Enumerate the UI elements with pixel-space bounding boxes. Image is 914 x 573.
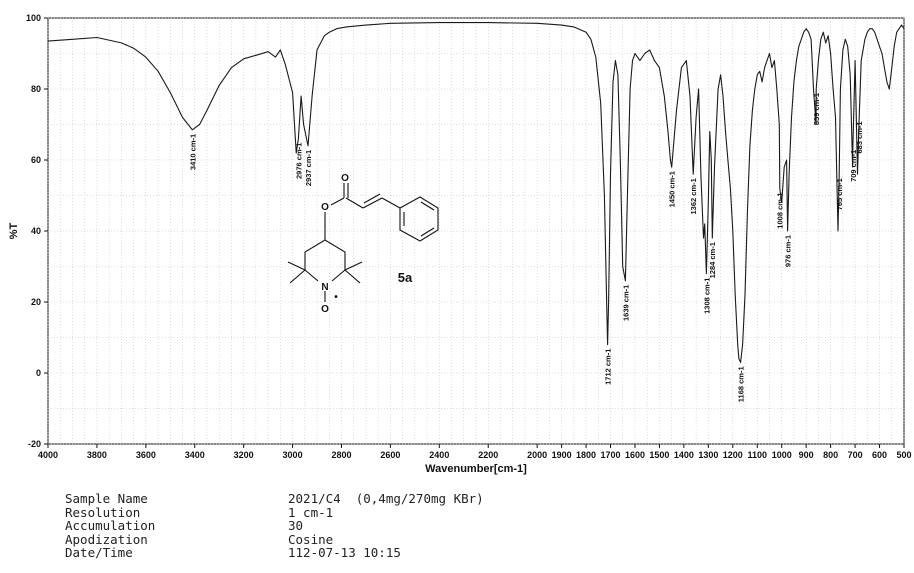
carbonyl-oxygen-label: O bbox=[341, 173, 349, 184]
y-tick-label: 0 bbox=[36, 368, 41, 378]
benzene-double-bond bbox=[420, 201, 435, 211]
peak-label: 709 cm-1 bbox=[849, 150, 858, 182]
x-tick-label: 2400 bbox=[429, 450, 449, 460]
metadata-row: Resolution 1 cm-1 bbox=[65, 504, 484, 520]
x-tick-label: 4000 bbox=[38, 450, 58, 460]
methyl-bond bbox=[289, 269, 306, 284]
x-tick-label: 1600 bbox=[625, 450, 645, 460]
peak-label: 683 cm-1 bbox=[855, 121, 864, 153]
ester-oxygen-label: O bbox=[321, 202, 329, 213]
nitroxide-oxygen-label: O bbox=[321, 304, 329, 315]
metadata-key: Accumulation bbox=[65, 518, 156, 534]
peak-label: 1362 cm-1 bbox=[689, 178, 698, 214]
peak-label: 2937 cm-1 bbox=[304, 150, 313, 186]
peak-label: 3410 cm-1 bbox=[188, 134, 197, 170]
x-axis-title: Wavenumber[cm-1] bbox=[425, 463, 527, 475]
metadata-value: 2021/C4 (0,4mg/270mg KBr) bbox=[288, 491, 484, 506]
peak-label: 1712 cm-1 bbox=[604, 349, 613, 385]
metadata-key: Apodization bbox=[65, 531, 148, 547]
y-axis-title: %T bbox=[8, 222, 20, 239]
metadata-row: Date/Time 112-07-13 10:15 bbox=[65, 546, 484, 560]
nitrogen-label: N bbox=[321, 282, 328, 293]
metadata-row: Accumulation 30 bbox=[65, 519, 484, 533]
alpha-bond bbox=[345, 197, 364, 209]
metadata-value: 30 bbox=[288, 518, 304, 534]
ir-spectrum-chart: 4000 3800 3600 3400 3200 3000 2800 2600 2400 2200… bbox=[8, 13, 912, 475]
y-tick-label: 60 bbox=[31, 155, 41, 165]
x-tick-label: 600 bbox=[872, 450, 887, 460]
x-tick-label: 700 bbox=[848, 450, 863, 460]
benzene-double-bond bbox=[420, 227, 435, 237]
x-tick-label: 1100 bbox=[747, 450, 767, 460]
peak-label: 1008 cm-1 bbox=[776, 192, 785, 228]
methyl-bond bbox=[344, 269, 361, 284]
methyl-bond bbox=[344, 261, 363, 271]
x-tick-label: 500 bbox=[896, 450, 911, 460]
peak-label: 1308 cm-1 bbox=[702, 278, 711, 314]
metadata-key: Date/Time bbox=[65, 545, 133, 561]
y-tick-label: 80 bbox=[31, 84, 41, 94]
ring-bond-cn-right bbox=[331, 269, 346, 282]
benzene-ring bbox=[399, 196, 439, 242]
x-tick-label: 3200 bbox=[234, 450, 254, 460]
compound-label: 5a bbox=[398, 270, 413, 285]
x-tick-label: 1000 bbox=[772, 450, 792, 460]
peak-label: 1284 cm-1 bbox=[708, 242, 717, 278]
spectrum-line bbox=[47, 22, 905, 363]
axis-ticks: 4000 3800 3600 3400 3200 3000 2800 2600 2400 2200… bbox=[26, 13, 912, 460]
peak-label: 2976 cm-1 bbox=[294, 143, 303, 179]
x-tick-label: 2200 bbox=[478, 450, 498, 460]
peak-label: 1168 cm-1 bbox=[737, 366, 746, 402]
y-tick-label: 100 bbox=[26, 13, 41, 23]
metadata-row: Sample Name 2021/C4 (0,4mg/270mg KBr) bbox=[65, 492, 484, 506]
x-tick-label: 2000 bbox=[527, 450, 547, 460]
peak-label: 1639 cm-1 bbox=[621, 285, 630, 321]
peak-label: 1450 cm-1 bbox=[668, 171, 677, 207]
x-tick-label: 3600 bbox=[136, 450, 156, 460]
o-c-bond bbox=[330, 197, 345, 206]
x-tick-label: 1900 bbox=[552, 450, 572, 460]
methyl-bond bbox=[287, 261, 306, 271]
metadata-key: Resolution bbox=[65, 504, 141, 520]
x-tick-label: 2600 bbox=[380, 450, 400, 460]
grid bbox=[47, 17, 905, 445]
y-tick-label: 40 bbox=[31, 226, 41, 236]
x-tick-label: 2800 bbox=[331, 450, 351, 460]
molecule-structure bbox=[287, 183, 439, 302]
peak-label: 976 cm-1 bbox=[784, 235, 793, 267]
metadata-value: Cosine bbox=[288, 531, 334, 547]
y-tick-label: 20 bbox=[31, 297, 41, 307]
peak-label: 765 cm-1 bbox=[835, 178, 844, 210]
alkene-phenyl-bond bbox=[381, 197, 401, 209]
x-tick-label: 800 bbox=[823, 450, 838, 460]
x-tick-label: 3800 bbox=[87, 450, 107, 460]
x-tick-label: 1800 bbox=[576, 450, 596, 460]
metadata-row: Apodization Cosine bbox=[65, 533, 484, 547]
y-tick-label: -20 bbox=[28, 439, 41, 449]
x-tick-label: 900 bbox=[799, 450, 814, 460]
alkene-bond-double bbox=[363, 193, 381, 204]
radical-dot: • bbox=[334, 292, 338, 303]
peak-label: 859 cm-1 bbox=[812, 93, 821, 125]
x-tick-label: 1500 bbox=[649, 450, 669, 460]
x-tick-label: 1700 bbox=[600, 450, 620, 460]
series-lines bbox=[47, 22, 905, 363]
x-tick-label: 3000 bbox=[283, 450, 303, 460]
x-tick-label: 1200 bbox=[723, 450, 743, 460]
x-tick-label: 1300 bbox=[698, 450, 718, 460]
x-tick-label: 3400 bbox=[185, 450, 205, 460]
metadata-key: Sample Name bbox=[65, 491, 148, 506]
x-tick-label: 1400 bbox=[674, 450, 694, 460]
ring-bond-cn-left bbox=[304, 269, 319, 282]
metadata-value: 1 cm-1 bbox=[288, 504, 334, 520]
metadata-value: 112-07-13 10:15 bbox=[288, 545, 401, 561]
alkene-bond bbox=[362, 197, 383, 209]
measurement-metadata: Sample Name 2021/C4 (0,4mg/270mg KBr) Res… bbox=[65, 492, 484, 560]
